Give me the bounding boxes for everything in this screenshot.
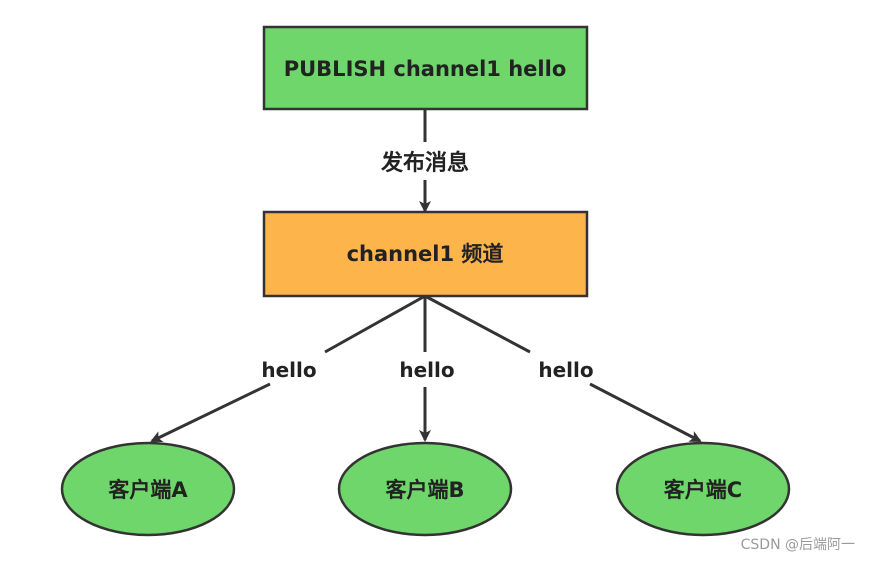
edge-channel-to-client-a: hello <box>150 294 426 443</box>
client-c-node: 客户端C <box>615 441 791 537</box>
publish-command-label: PUBLISH channel1 hello <box>284 57 567 81</box>
client-a-label: 客户端A <box>108 478 188 502</box>
edge-label-hello-a: hello <box>261 358 316 382</box>
edge-channel-to-client-b: hello <box>399 296 455 442</box>
edge-label-hello-b: hello <box>399 358 454 382</box>
edge-channel-to-client-c: hello <box>424 294 702 443</box>
client-b-node: 客户端B <box>337 441 513 537</box>
publish-command-node: PUBLISH channel1 hello <box>262 25 589 111</box>
client-a-node: 客户端A <box>60 441 236 537</box>
edge-label-hello-c: hello <box>538 358 593 382</box>
edge-label-publish: 发布消息 <box>380 150 469 176</box>
channel-label: channel1 频道 <box>347 242 504 266</box>
channel-node: channel1 频道 <box>262 210 589 298</box>
client-b-label: 客户端B <box>385 478 464 502</box>
client-c-label: 客户端C <box>664 478 742 502</box>
watermark-text: CSDN @后端阿一 <box>740 537 855 553</box>
edge-publish-to-channel: 发布消息 <box>380 109 469 213</box>
